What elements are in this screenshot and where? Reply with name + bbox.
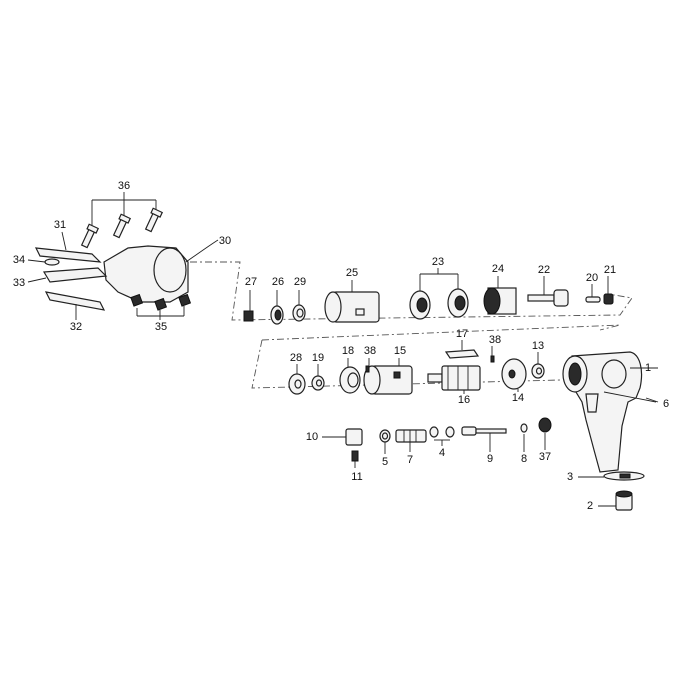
label-16: 16 (458, 394, 470, 406)
label-2: 2 (587, 500, 593, 512)
label-26: 26 (272, 276, 284, 288)
part-30-head-housing (103, 239, 219, 303)
part-16-rotor (427, 365, 481, 394)
part-28-washer (288, 364, 306, 395)
label-6: 6 (663, 398, 669, 410)
label-1: 1 (645, 362, 651, 374)
label-19: 19 (312, 352, 324, 364)
label-36: 36 (118, 180, 130, 192)
part-10-lever (322, 428, 363, 446)
part-3-seal-ring (578, 471, 645, 481)
part-26-bearing (270, 290, 284, 325)
label-20: 20 (586, 272, 598, 284)
part-37-cap (538, 417, 552, 450)
part-22-shaft (527, 276, 569, 307)
label-9: 9 (487, 453, 493, 465)
part-24-needle-bearing (483, 276, 517, 315)
label-35: 35 (155, 321, 167, 333)
label-22: 22 (538, 264, 550, 276)
label-3: 3 (567, 471, 573, 483)
part-36-screws (80, 192, 164, 249)
label-15: 15 (394, 345, 406, 357)
part-23-bearings (409, 268, 469, 320)
label-24: 24 (492, 263, 504, 275)
label-11: 11 (351, 471, 362, 483)
part-7-valve-stem (395, 429, 427, 452)
part-32-blade-lower (44, 291, 106, 320)
part-18-bearing-plate (339, 358, 361, 394)
axis-line-top (190, 261, 633, 321)
label-30: 30 (219, 235, 231, 247)
part-15-cylinder (363, 358, 413, 395)
part-29-washer (292, 290, 306, 322)
part-13-washer (531, 352, 545, 379)
part-8-o-ring (520, 423, 528, 452)
label-37: 37 (539, 451, 551, 463)
part-31-blade-upper (34, 231, 102, 263)
part-34-washer (27, 258, 60, 266)
label-38-right: 38 (489, 334, 501, 346)
label-31: 31 (54, 219, 66, 231)
part-20-pin (585, 284, 601, 303)
part-33-blade-middle (27, 267, 108, 283)
part-2-air-inlet (598, 490, 633, 511)
label-23: 23 (432, 256, 444, 268)
part-5-o-ring (379, 429, 391, 454)
label-34: 34 (13, 254, 25, 266)
part-17-vane (444, 340, 480, 359)
label-7: 7 (407, 454, 413, 466)
part-6-trigger-pin (603, 391, 659, 403)
label-29: 29 (294, 276, 306, 288)
label-32: 32 (70, 321, 82, 333)
label-25: 25 (346, 267, 358, 279)
part-35-set-screws (130, 293, 192, 320)
label-4: 4 (439, 447, 445, 459)
label-10: 10 (306, 431, 318, 443)
part-11-screw (351, 450, 359, 468)
label-13: 13 (532, 340, 544, 352)
part-21-plug (603, 276, 614, 305)
label-33: 33 (13, 277, 25, 289)
label-21: 21 (604, 264, 616, 276)
label-5: 5 (382, 456, 388, 468)
part-27-nut (243, 290, 254, 322)
part-38-pin-right (490, 346, 495, 363)
part-38-pin-left (365, 358, 370, 373)
label-38-left: 38 (364, 345, 376, 357)
label-17: 17 (456, 328, 468, 340)
part-4-o-rings (429, 426, 455, 446)
part-19-washer (311, 364, 325, 391)
label-27: 27 (245, 276, 257, 288)
part-14-rear-plate (501, 358, 527, 392)
part-25-housing-sleeve (324, 280, 380, 323)
label-14: 14 (512, 392, 524, 404)
label-18: 18 (342, 345, 354, 357)
axis-line-middle (251, 324, 621, 389)
label-8: 8 (521, 453, 527, 465)
part-1-main-housing (562, 351, 658, 473)
label-28: 28 (290, 352, 302, 364)
part-9-valve-rod (461, 426, 507, 452)
